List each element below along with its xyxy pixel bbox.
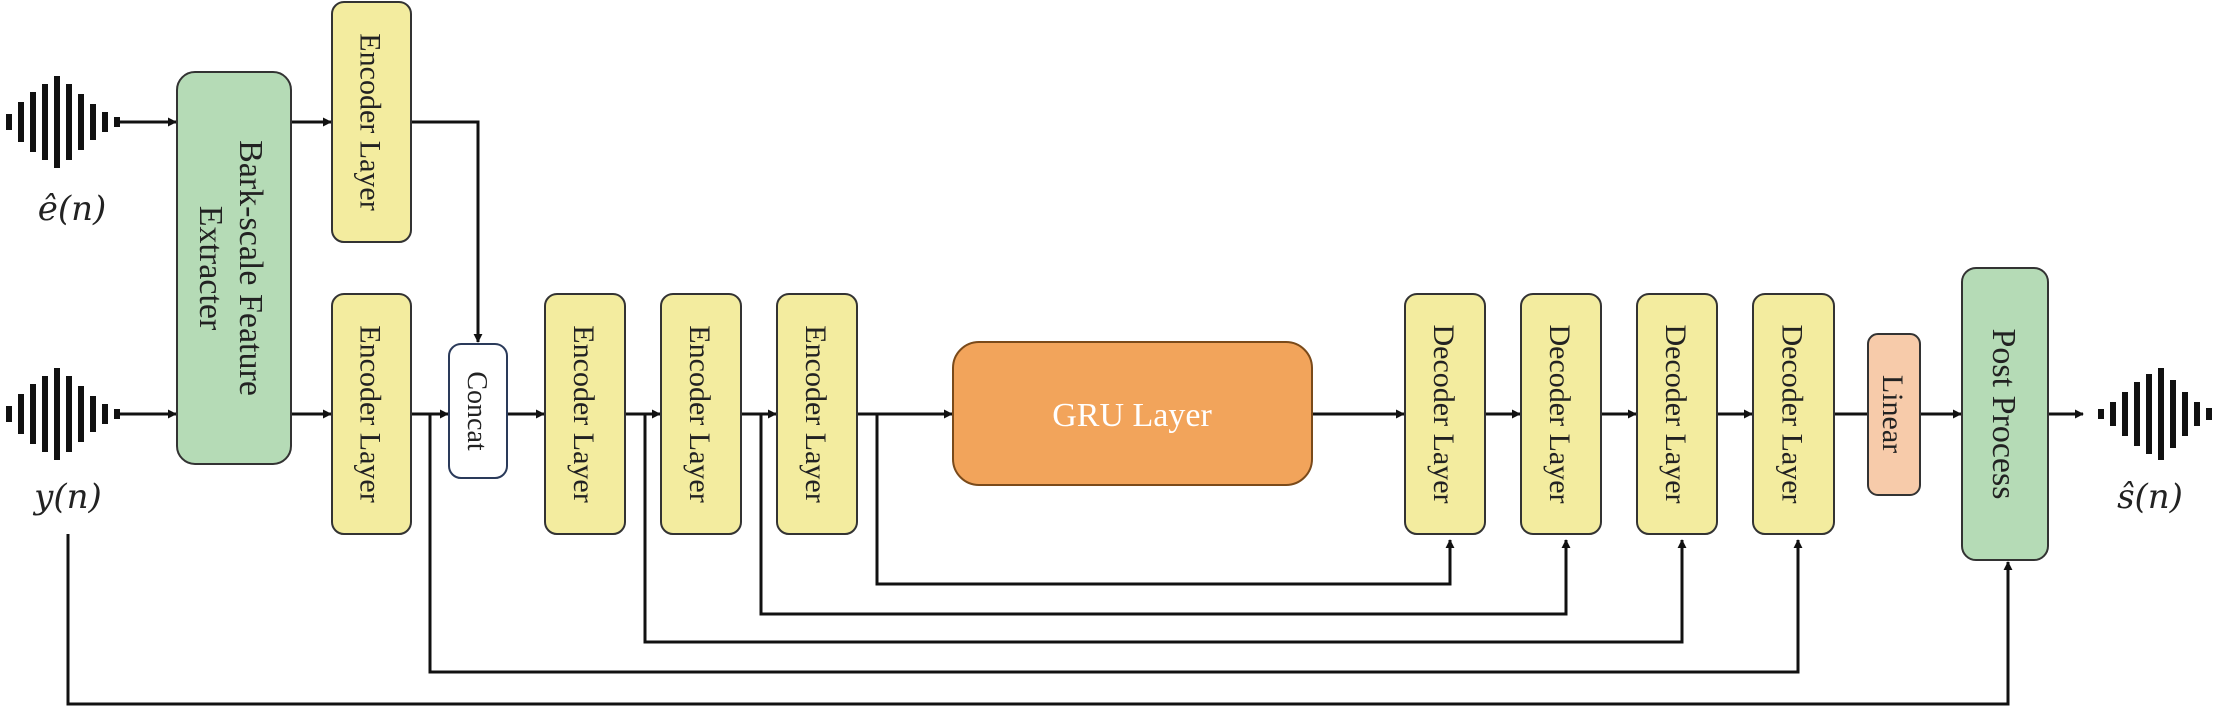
decoder-block-1: Decoder Layer: [1404, 293, 1486, 535]
encoder-block-echo: Encoder Layer: [331, 1, 412, 243]
encoder-block-4: Encoder Layer: [776, 293, 858, 535]
decoder-block-3: Decoder Layer: [1636, 293, 1718, 535]
gru-block: GRU Layer: [952, 341, 1313, 486]
post-process-label: Post Process: [1985, 329, 2022, 500]
encoder-label: Encoder Layer: [799, 325, 832, 502]
decoder-block-2: Decoder Layer: [1520, 293, 1602, 535]
output-signal-label: ŝ(n): [2117, 477, 2183, 517]
encoder-label: Encoder Layer: [567, 325, 600, 502]
feature-extractor-block: Bark-scale Feature Extracter: [176, 71, 292, 465]
waveform-icon: [2098, 368, 2212, 460]
encoder-label: Encoder Layer: [354, 325, 387, 502]
encoder-block-1: Encoder Layer: [331, 293, 412, 535]
concat-label: Concat: [461, 371, 492, 451]
waveform-icon: [6, 76, 120, 168]
decoder-block-4: Decoder Layer: [1752, 293, 1835, 535]
feature-extractor-label-line2: Extracter: [192, 206, 229, 331]
echo-signal-label: ê(n): [38, 189, 107, 229]
decoder-label: Decoder Layer: [1659, 324, 1692, 503]
post-process-block: Post Process: [1961, 267, 2049, 561]
waveform-icon: [6, 368, 120, 460]
encoder-block-3: Encoder Layer: [660, 293, 742, 535]
decoder-label: Decoder Layer: [1543, 324, 1576, 503]
mic-signal-label: y(n): [32, 477, 102, 517]
gru-label: GRU Layer: [1052, 397, 1212, 434]
feature-extractor-label-line1: Bark-scale Feature: [232, 140, 269, 396]
concat-block: Concat: [448, 343, 508, 479]
linear-label: Linear: [1876, 375, 1909, 453]
linear-block: Linear: [1867, 333, 1921, 496]
decoder-label: Decoder Layer: [1776, 324, 1809, 503]
encoder-label: Encoder Layer: [683, 325, 716, 502]
decoder-label: Decoder Layer: [1427, 324, 1460, 503]
encoder-block-2: Encoder Layer: [544, 293, 626, 535]
connections: [66, 117, 2084, 706]
encoder-label: Encoder Layer: [354, 33, 387, 210]
